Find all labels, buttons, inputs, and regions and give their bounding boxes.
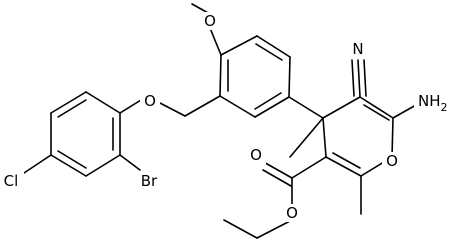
bond	[325, 156, 362, 177]
bond	[209, 27, 222, 56]
bond	[392, 104, 417, 119]
bond-skeleton	[23, 3, 417, 239]
bond	[256, 35, 291, 58]
bromine-label: Br	[141, 172, 158, 190]
carbonyl-oxygen-label: O	[250, 146, 262, 164]
bond	[363, 104, 390, 121]
methoxy-oxygen-label: O	[204, 12, 216, 30]
bond	[23, 154, 52, 174]
bond	[220, 35, 258, 56]
bond	[322, 117, 327, 158]
bond	[85, 154, 121, 177]
bond	[254, 96, 290, 118]
bond	[363, 59, 367, 97]
bond	[256, 219, 293, 239]
bond	[119, 154, 141, 171]
nitrile-nitrogen-label: N	[352, 40, 363, 58]
amino-subscript-text: 2	[441, 101, 448, 114]
bond	[219, 95, 256, 118]
atom-labels: O O Br Cl N NH2 O O O	[0, 12, 452, 222]
bond	[157, 101, 186, 117]
bond	[288, 96, 324, 119]
bond	[57, 150, 87, 169]
bond	[50, 154, 87, 177]
amino-group-label: NH2	[418, 92, 448, 114]
bond	[357, 59, 361, 98]
bond	[223, 219, 258, 239]
bond	[288, 56, 291, 98]
amino-nh-text: NH	[418, 92, 441, 110]
bond	[219, 54, 222, 97]
bond	[184, 95, 221, 117]
bond	[289, 117, 324, 158]
bond	[332, 152, 361, 169]
bond	[351, 59, 355, 97]
ring-oxygen-label: O	[386, 152, 398, 170]
bond	[50, 91, 87, 114]
bond	[359, 96, 394, 119]
bond	[57, 99, 87, 118]
bond	[391, 117, 394, 158]
ether-oxygen-label: O	[144, 92, 156, 110]
bond	[291, 156, 327, 179]
bond	[255, 43, 283, 61]
chlorine-label: Cl	[4, 172, 19, 190]
bond	[119, 99, 142, 114]
bond	[254, 92, 282, 110]
ester-alkoxy-oxygen-label: O	[286, 204, 298, 222]
bond	[85, 91, 121, 114]
bond	[322, 96, 361, 119]
bond	[262, 169, 292, 187]
